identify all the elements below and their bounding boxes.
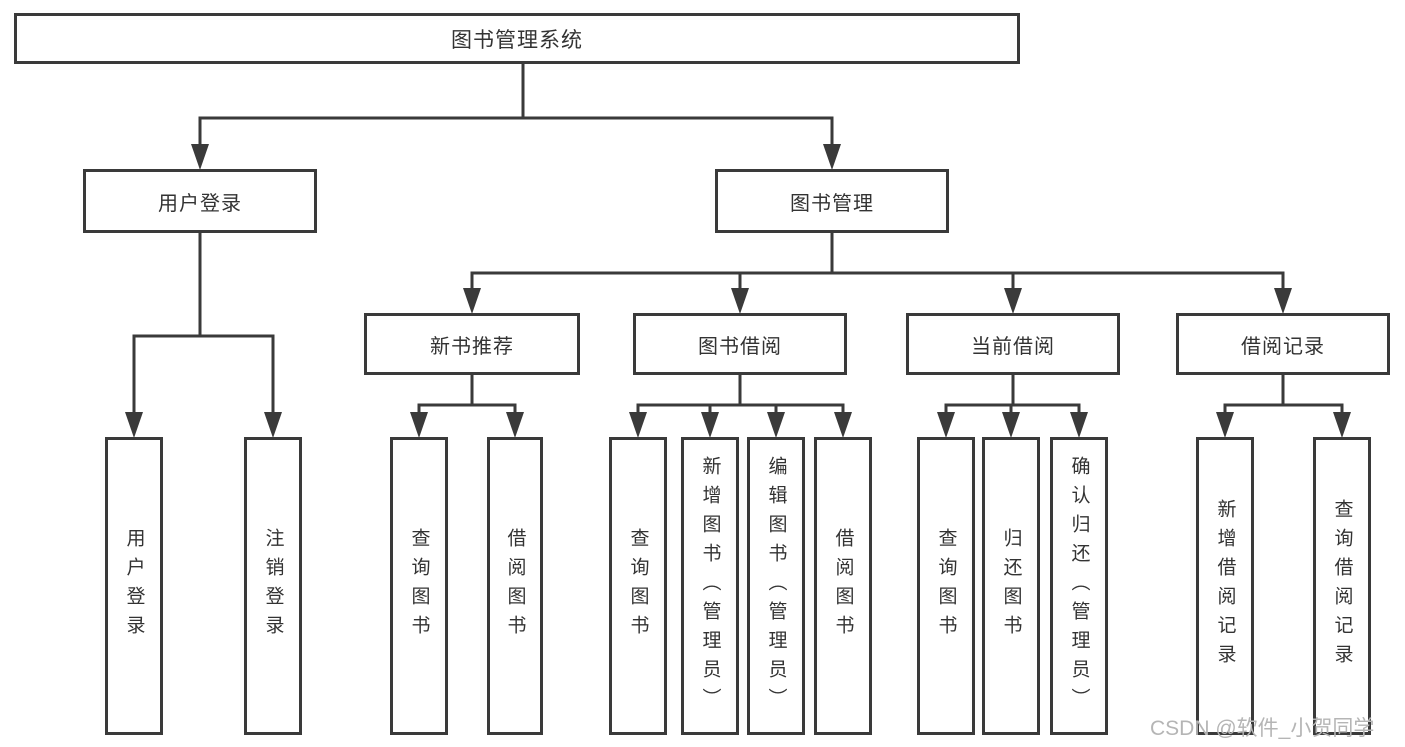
node-label: 图书借阅: [698, 335, 782, 358]
arrowhead-icon: [937, 412, 955, 438]
connector-user-login-to-leaves: [125, 231, 282, 438]
node-label: 图书管理: [790, 192, 874, 215]
arrowhead-icon: [1070, 412, 1088, 438]
node-new-book-recommend: 新书推荐: [364, 313, 580, 375]
arrowhead-icon: [506, 412, 524, 438]
leaf-edit-books-admin: 编辑图书（管理员）: [747, 437, 805, 735]
node-label: 编辑图书（管理员）: [765, 455, 787, 717]
connector-book-borrow-to-leaves: [629, 373, 852, 438]
node-label: 查询图书: [408, 528, 430, 644]
node-label: 新增图书（管理员）: [699, 455, 721, 717]
node-label: 确认归还（管理员）: [1068, 455, 1090, 717]
node-label: 归还图书: [1000, 528, 1022, 644]
node-library-management-system: 图书管理系统: [14, 13, 1020, 64]
node-label: 查询图书: [627, 528, 649, 644]
connector-book-management-to-level3: [463, 230, 1292, 314]
connector-root-to-level2: [191, 62, 841, 170]
leaf-confirm-return-admin: 确认归还（管理员）: [1050, 437, 1108, 735]
node-label: 当前借阅: [971, 335, 1055, 358]
arrowhead-icon: [834, 412, 852, 438]
node-label: 借阅记录: [1241, 335, 1325, 358]
arrowhead-icon: [1274, 288, 1292, 314]
arrowhead-icon: [191, 144, 209, 170]
arrowhead-icon: [731, 288, 749, 314]
arrowhead-icon: [1002, 412, 1020, 438]
node-borrow-records: 借阅记录: [1176, 313, 1390, 375]
leaf-query-books-current: 查询图书: [917, 437, 975, 735]
node-label: 图书管理系统: [451, 28, 583, 52]
arrowhead-icon: [701, 412, 719, 438]
arrowhead-icon: [1333, 412, 1351, 438]
node-book-management: 图书管理: [715, 169, 949, 233]
leaf-query-books-recommend: 查询图书: [390, 437, 448, 735]
connector-current-borrow-to-leaves: [937, 373, 1088, 438]
leaf-query-borrow-record: 查询借阅记录: [1313, 437, 1371, 735]
node-current-borrow: 当前借阅: [906, 313, 1120, 375]
arrowhead-icon: [1004, 288, 1022, 314]
node-label: 注销登录: [262, 528, 284, 644]
connector-new-book-recommend-to-leaves: [410, 373, 524, 438]
arrowhead-icon: [629, 412, 647, 438]
leaf-borrow-books-recommend: 借阅图书: [487, 437, 543, 735]
node-label: 新增借阅记录: [1214, 499, 1236, 673]
node-label: 查询借阅记录: [1331, 499, 1353, 673]
connector-borrow-records-to-leaves: [1216, 373, 1351, 438]
node-label: 用户登录: [158, 192, 242, 215]
leaf-add-borrow-record: 新增借阅记录: [1196, 437, 1254, 735]
arrowhead-icon: [264, 412, 282, 438]
csdn-watermark: CSDN @软件_小贺同学: [1150, 717, 1375, 740]
arrowhead-icon: [410, 412, 428, 438]
leaf-user-login: 用户登录: [105, 437, 163, 735]
leaf-borrow-books: 借阅图书: [814, 437, 872, 735]
arrowhead-icon: [823, 144, 841, 170]
node-user-login: 用户登录: [83, 169, 317, 233]
node-label: 借阅图书: [504, 528, 526, 644]
node-label: 新书推荐: [430, 335, 514, 358]
arrowhead-icon: [463, 288, 481, 314]
arrowhead-icon: [1216, 412, 1234, 438]
node-book-borrow: 图书借阅: [633, 313, 847, 375]
arrowhead-icon: [125, 412, 143, 438]
leaf-query-books-borrow: 查询图书: [609, 437, 667, 735]
node-label: 用户登录: [123, 528, 145, 644]
leaf-return-books: 归还图书: [982, 437, 1040, 735]
node-label: 查询图书: [935, 528, 957, 644]
node-label: 借阅图书: [832, 528, 854, 644]
leaf-add-books-admin: 新增图书（管理员）: [681, 437, 739, 735]
arrowhead-icon: [767, 412, 785, 438]
leaf-logout: 注销登录: [244, 437, 302, 735]
